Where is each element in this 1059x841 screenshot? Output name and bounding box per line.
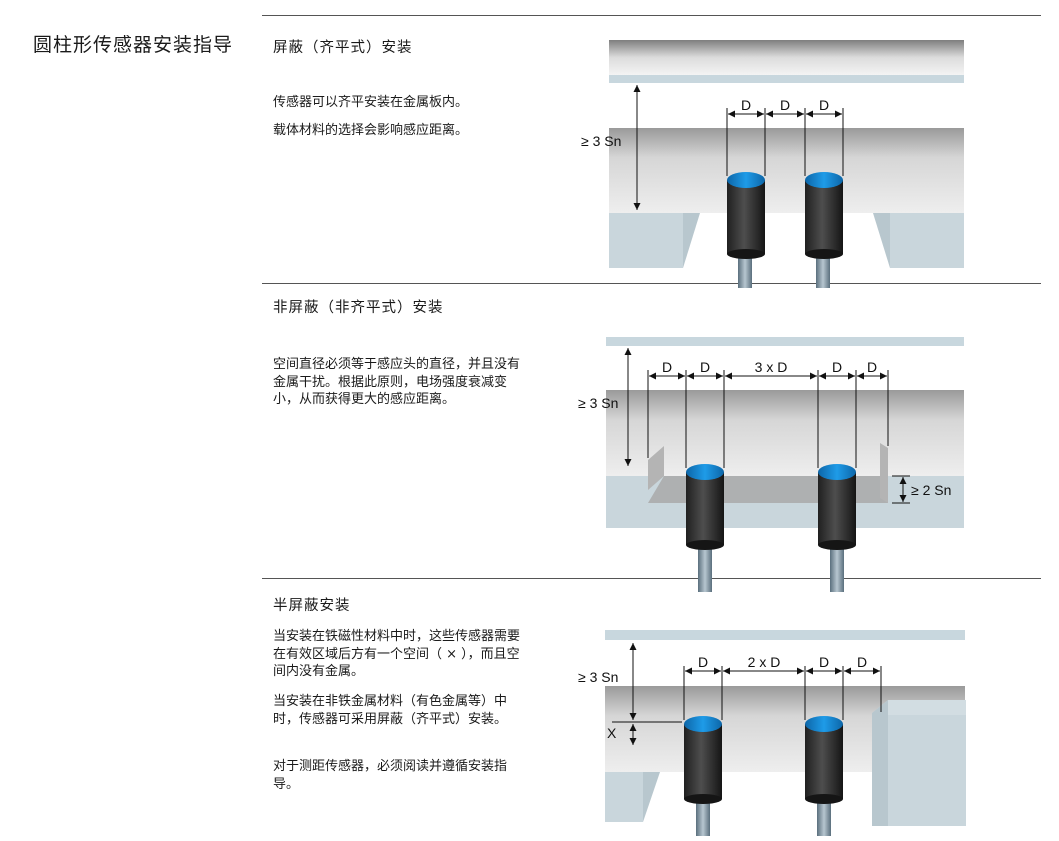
- dimension-label: D: [741, 97, 751, 113]
- dimension-label: D: [857, 654, 867, 670]
- dimension-label: D: [700, 359, 710, 375]
- section-paragraph: 对于测距传感器，必须阅读并遵循安装指导。: [273, 759, 508, 792]
- page-title: 圆柱形传感器安装指导: [33, 34, 234, 56]
- height-label: ≥ 3 Sn: [581, 133, 621, 149]
- dimension-arrows: [624, 348, 907, 502]
- mounting-plate: [609, 128, 964, 213]
- top-plate-edge: [609, 75, 964, 83]
- sensor: [818, 464, 856, 592]
- dimension-label: D: [819, 97, 829, 113]
- dimension-label: D: [867, 359, 877, 375]
- height-label: ≥ 3 Sn: [578, 395, 618, 411]
- section-paragraph: 当安装在铁磁性材料中时，这些传感器需要在有效区域后方有一个空间（ × ），而且空…: [273, 629, 521, 679]
- dimension-label: 3 x D: [755, 359, 788, 375]
- height-label: ≥ 3 Sn: [578, 669, 618, 685]
- sensor: [686, 464, 724, 592]
- section-divider: [262, 283, 1041, 284]
- section-title-semi-shielded: 半屏蔽安装: [273, 598, 351, 614]
- top-plate-edge: [606, 337, 964, 346]
- dimension-label: D: [662, 359, 672, 375]
- dimension-label: D: [832, 359, 842, 375]
- x-gap-label: X: [607, 725, 617, 741]
- support-block-left: [605, 772, 643, 822]
- support-block-left: [609, 213, 683, 268]
- diagram-shielded: D D D ≥ 3 Sn: [581, 40, 964, 288]
- section-title-shielded: 屏蔽（齐平式）安装: [273, 40, 413, 56]
- dimension-arrows: [629, 643, 880, 745]
- dimension-label: D: [698, 654, 708, 670]
- section-paragraph: 空间直径必须等于感应头的直径，并且没有金属干扰。根据此原则，电场强度衰减变小，从…: [273, 357, 521, 407]
- sensor: [684, 716, 722, 836]
- dimension-label: D: [819, 654, 829, 670]
- dimension-label: D: [780, 97, 790, 113]
- top-divider: [262, 15, 1041, 16]
- dimension-label: 2 x D: [748, 654, 781, 670]
- section-paragraph: 传感器可以齐平安装在金属板内。: [273, 95, 469, 110]
- section-paragraph: 当安装在非铁金属材料（有色金属等）中时，传感器可采用屏蔽（齐平式）安装。: [273, 694, 508, 727]
- section-paragraph: 载体材料的选择会影响感应距离。: [273, 123, 469, 138]
- support-block-right: [890, 213, 964, 268]
- diagram-semi-shielded: D 2 x D D D ≥ 3 Sn X: [578, 630, 966, 836]
- section-divider: [262, 578, 1041, 579]
- side-gap-label: ≥ 2 Sn: [911, 482, 951, 498]
- section-title-unshielded: 非屏蔽（非齐平式）安装: [273, 300, 444, 316]
- diagram-unshielded: D D 3 x D D D ≥ 3 Sn ≥ 2 Sn: [578, 337, 964, 592]
- top-metal-plate: [609, 40, 964, 75]
- dimension-arrows: [633, 85, 842, 210]
- sensor: [727, 172, 765, 288]
- mounting-plate: [606, 390, 964, 476]
- sensor: [805, 716, 843, 836]
- sensor: [805, 172, 843, 288]
- top-plate-edge: [605, 630, 965, 640]
